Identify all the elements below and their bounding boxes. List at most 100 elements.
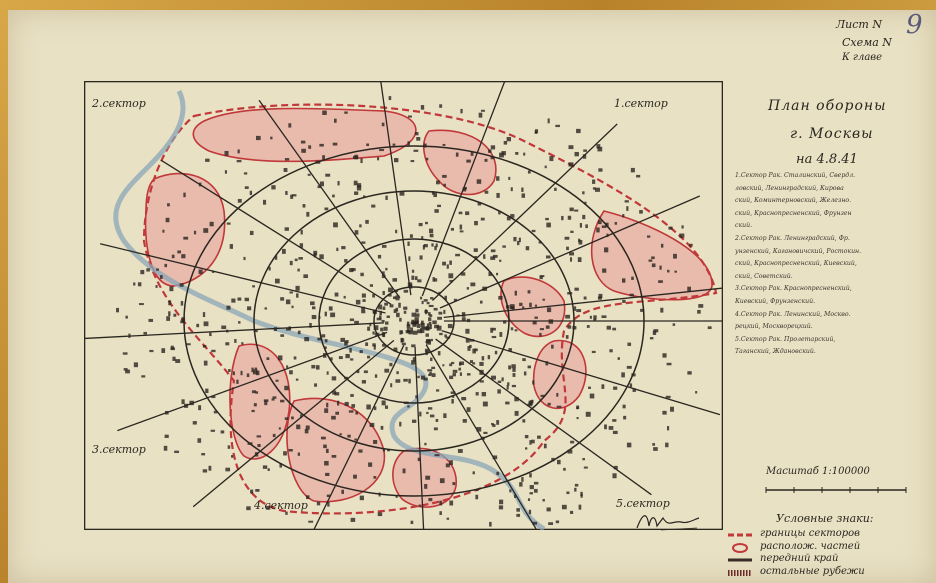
city-block [545, 325, 550, 329]
city-block [413, 320, 416, 325]
city-block [413, 149, 419, 152]
city-block [652, 443, 656, 446]
city-block [171, 254, 175, 259]
city-block [250, 489, 254, 494]
city-block [527, 365, 532, 369]
city-block [253, 403, 257, 407]
sector-label: 2.сектор [91, 97, 146, 110]
city-block [707, 326, 712, 330]
city-block [480, 109, 485, 112]
city-block [539, 275, 545, 278]
city-block [653, 447, 658, 451]
city-block [452, 395, 455, 398]
city-block [140, 269, 145, 275]
city-block [449, 279, 453, 283]
city-block [574, 151, 579, 157]
city-block [660, 307, 664, 313]
city-block [673, 253, 677, 259]
city-block [439, 511, 442, 516]
city-block [272, 433, 276, 438]
city-block [445, 463, 450, 468]
city-block [298, 257, 303, 260]
city-block [503, 140, 508, 145]
city-block [401, 342, 406, 346]
city-block [414, 317, 419, 322]
city-block [256, 435, 262, 438]
city-block [632, 388, 636, 392]
city-block [622, 299, 626, 303]
city-block [442, 364, 445, 367]
city-block [385, 267, 388, 271]
city-block [572, 326, 577, 330]
city-block [304, 428, 309, 434]
city-block [334, 292, 339, 297]
city-block [472, 348, 476, 354]
city-block [475, 392, 479, 396]
city-block [356, 369, 360, 374]
road-line [117, 331, 388, 432]
ring-road [253, 190, 575, 452]
city-block [585, 224, 588, 229]
city-block [236, 379, 239, 384]
city-block [308, 520, 314, 523]
city-block [491, 375, 496, 380]
city-block [319, 254, 324, 260]
city-block [141, 375, 146, 378]
note-line: ский. [735, 222, 753, 230]
city-block [597, 220, 602, 225]
city-block [326, 402, 329, 408]
city-block [612, 430, 618, 435]
city-block [474, 220, 478, 226]
city-block [465, 328, 470, 334]
legend-item: передний край [726, 553, 936, 567]
city-block [253, 329, 258, 333]
city-block [133, 362, 139, 368]
city-block [221, 325, 227, 330]
city-block [412, 323, 417, 327]
map-sheet [8, 10, 936, 583]
city-block [651, 263, 656, 268]
city-block [506, 384, 509, 390]
city-block [435, 389, 440, 392]
city-block [420, 375, 425, 380]
city-block [567, 325, 572, 329]
city-block [314, 383, 318, 387]
city-block [539, 328, 544, 331]
city-block [439, 332, 443, 336]
city-block [164, 263, 168, 268]
scale-bar [765, 487, 907, 493]
city-block [382, 306, 386, 310]
city-block [687, 286, 691, 292]
city-block [421, 300, 424, 305]
city-block [529, 485, 534, 490]
city-block [425, 221, 428, 225]
city-block [286, 365, 289, 368]
city-block [360, 272, 364, 277]
city-block [452, 482, 456, 486]
city-block [565, 335, 569, 339]
city-block [146, 268, 150, 272]
city-block [542, 498, 545, 502]
city-block [138, 303, 144, 306]
city-block [505, 305, 510, 309]
city-block [296, 293, 299, 298]
city-block [331, 415, 336, 420]
city-block [179, 283, 184, 287]
note-line: 2.Сектор Рак. Ленинградский, Фр. [735, 234, 850, 242]
city-block [311, 314, 317, 320]
city-block [168, 311, 171, 317]
city-block [196, 323, 200, 328]
ring-road [318, 238, 510, 404]
road-line [84, 322, 385, 340]
city-block [636, 174, 641, 178]
city-block [274, 255, 278, 260]
city-block [149, 349, 154, 353]
city-block [498, 505, 504, 510]
city-block [556, 405, 562, 408]
city-block [446, 517, 450, 520]
city-block [459, 230, 464, 233]
city-block [353, 474, 357, 479]
city-block [401, 338, 405, 343]
city-block [379, 315, 382, 320]
city-block [516, 508, 520, 512]
